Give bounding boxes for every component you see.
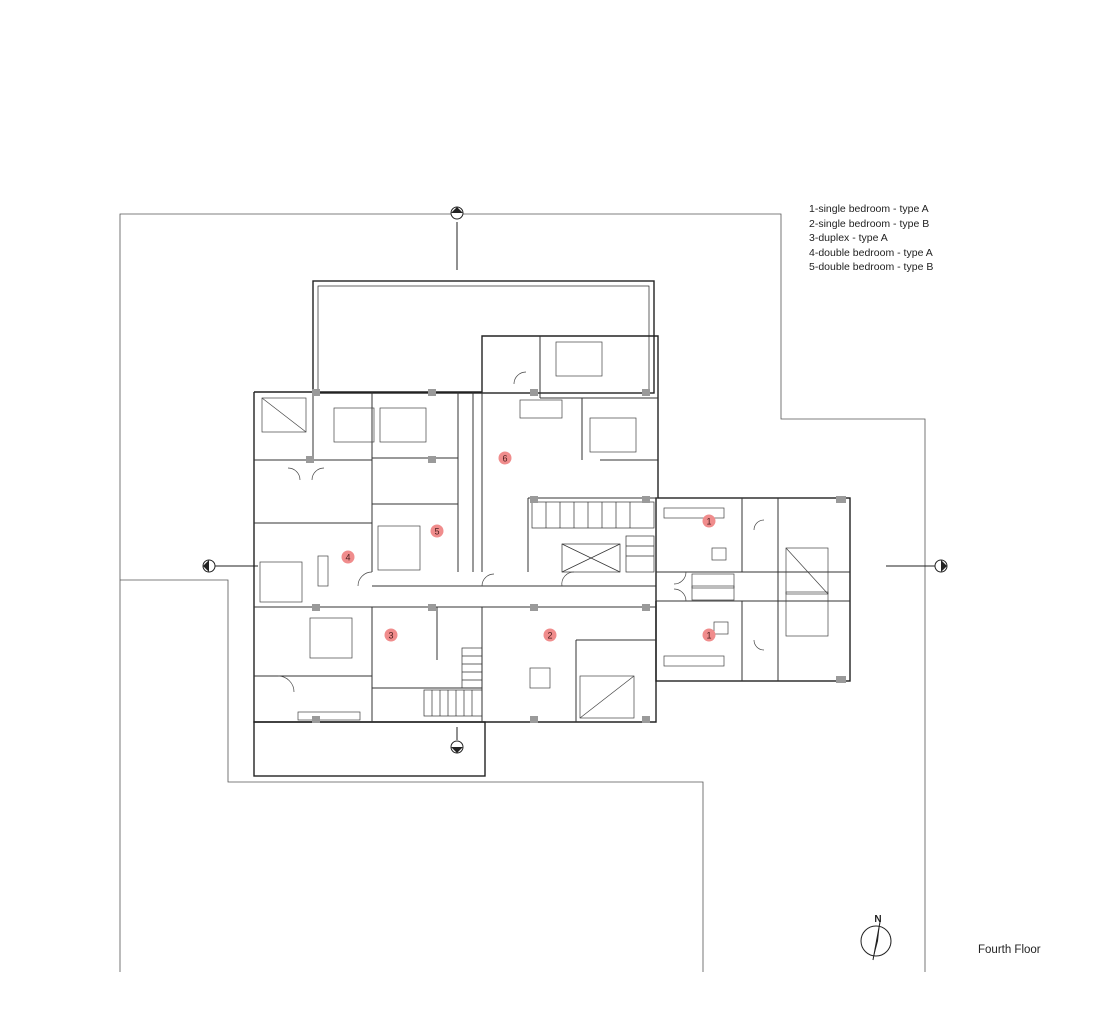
section-marker-bottom — [450, 727, 464, 754]
unit-marker-5: 5 — [430, 524, 444, 538]
unit-marker-3: 3 — [384, 628, 398, 642]
interior-walls — [254, 336, 850, 722]
north-arrow-icon: N — [860, 914, 892, 961]
legend-item-2: 2-single bedroom - type B — [809, 217, 930, 230]
svg-text:5: 5 — [434, 527, 439, 537]
building-outline — [253, 280, 851, 777]
svg-text:4: 4 — [345, 553, 350, 563]
unit-marker-1b: 1 — [702, 628, 716, 642]
svg-text:1: 1 — [706, 631, 711, 641]
svg-text:1: 1 — [706, 517, 711, 527]
site-boundary-inner — [120, 579, 704, 972]
unit-marker-4: 4 — [341, 550, 355, 564]
section-marker-left — [202, 559, 258, 573]
door-swings — [277, 371, 765, 693]
unit-marker-2: 2 — [543, 628, 557, 642]
legend-item-5: 5-double bedroom - type B — [809, 261, 934, 274]
legend: 1-single bedroom - type A 2-single bedro… — [809, 202, 933, 275]
legend-item-3: 3-duplex - type A — [809, 232, 888, 245]
furniture — [259, 341, 829, 721]
north-label: N — [874, 914, 881, 925]
svg-text:2: 2 — [547, 631, 552, 641]
floor-title: Fourth Floor — [978, 944, 1041, 956]
unit-marker-6: 6 — [498, 451, 512, 465]
legend-item-4: 4-double bedroom - type A — [809, 246, 933, 259]
svg-text:6: 6 — [502, 454, 507, 464]
legend-item-1: 1-single bedroom - type A — [809, 203, 929, 215]
svg-text:3: 3 — [388, 631, 393, 641]
stair-core — [423, 501, 655, 717]
structural-columns — [306, 389, 846, 723]
unit-marker-1a: 1 — [702, 514, 716, 528]
section-marker-top — [450, 206, 464, 270]
site-boundary — [119, 213, 926, 972]
section-marker-right — [886, 559, 948, 573]
